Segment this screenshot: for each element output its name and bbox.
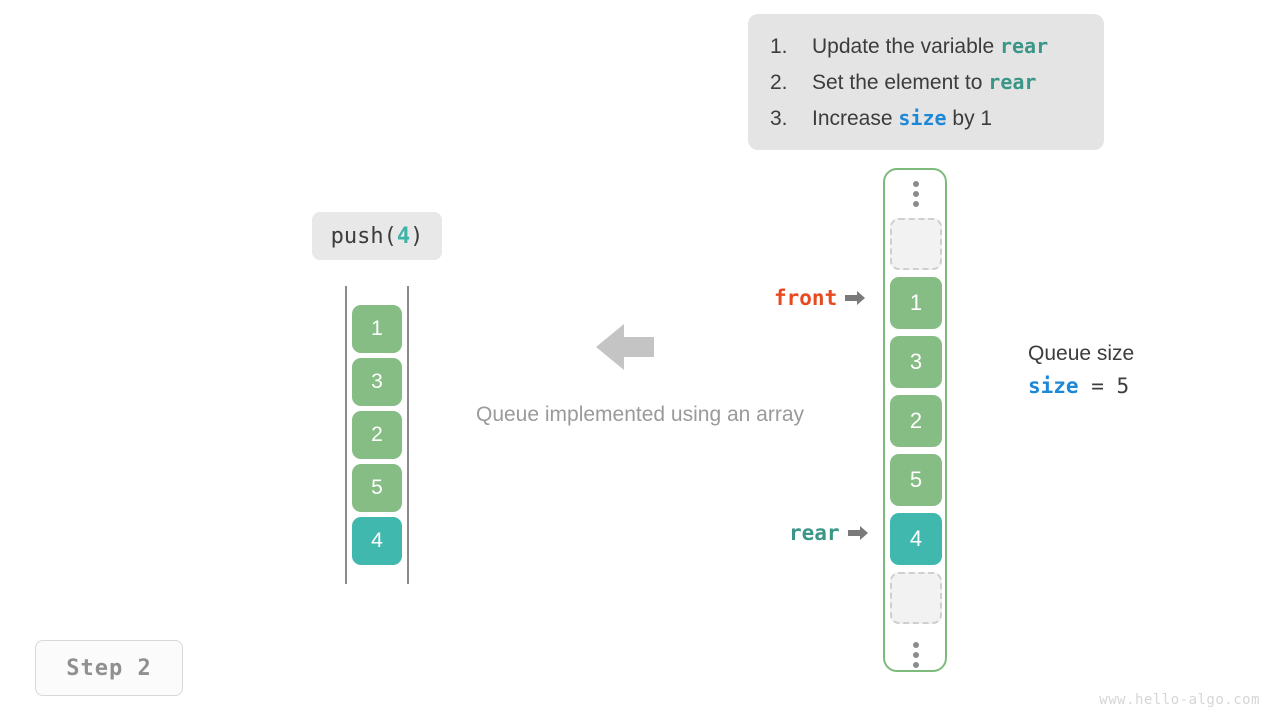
- queue-cell-empty: [890, 572, 942, 624]
- diagram-caption: Queue implemented using an array: [475, 403, 805, 426]
- queue-size-info: Queue size size = 5: [1028, 342, 1228, 398]
- operation-label: push(4): [312, 212, 442, 260]
- rear-pointer-label: rear: [789, 521, 840, 545]
- operation-label-argument: 4: [396, 223, 411, 249]
- instruction-step-1-text: Update the variable: [812, 35, 1000, 58]
- operation-label-suffix: ): [410, 223, 424, 249]
- rear-pointer: rear: [789, 521, 868, 545]
- vertical-ellipsis-icon-bottom: [890, 631, 942, 679]
- queue-size-equals: =: [1078, 374, 1117, 398]
- left-array-cell: 5: [352, 464, 402, 512]
- instruction-step-1: 1. Update the variable rear: [770, 34, 1104, 70]
- instruction-step-3-post: by 1: [946, 107, 993, 130]
- left-array-cell: 2: [352, 411, 402, 459]
- pointer-arrow-icon: [847, 526, 868, 540]
- queue-container: 1 3 2 5 4: [883, 168, 947, 672]
- queue-size-value: 5: [1116, 374, 1130, 398]
- queue-cell-highlighted: 4: [890, 513, 942, 565]
- left-arrow-icon: [596, 322, 654, 372]
- left-array-cell: 3: [352, 358, 402, 406]
- array-bracket-right: [407, 286, 409, 584]
- array-bracket-left: [345, 286, 347, 584]
- instruction-step-2-code: rear: [988, 70, 1037, 94]
- operation-label-prefix: push(: [330, 223, 397, 249]
- front-pointer-label: front: [774, 286, 838, 310]
- queue-cell: 1: [890, 277, 942, 329]
- instruction-step-2-number: 2.: [770, 71, 788, 94]
- left-array: 1 3 2 5 4: [345, 286, 409, 584]
- instruction-step-1-code: rear: [999, 34, 1049, 58]
- queue-size-variable: size: [1028, 374, 1079, 398]
- instruction-step-2-text: Set the element to: [812, 71, 989, 94]
- front-pointer: front: [774, 286, 866, 310]
- instruction-step-3-code: size: [898, 106, 947, 130]
- queue-cells: 1 3 2 5 4: [890, 170, 942, 679]
- instruction-step-2: 2. Set the element to rear: [770, 70, 1104, 106]
- watermark: www.hello-algo.com: [1099, 692, 1260, 708]
- instruction-step-3-number: 3.: [770, 107, 788, 130]
- pointer-arrow-icon: [845, 291, 866, 305]
- queue-cell-empty: [890, 218, 942, 270]
- instruction-step-3: 3. Increase size by 1: [770, 106, 1104, 142]
- instruction-step-3-text: Increase: [812, 107, 899, 130]
- instruction-panel: 1. Update the variable rear 2. Set the e…: [748, 14, 1104, 150]
- queue-size-expression: size = 5: [1028, 374, 1228, 398]
- left-array-cell: 1: [352, 305, 402, 353]
- left-array-cell-highlighted: 4: [352, 517, 402, 565]
- step-badge: Step 2: [35, 640, 183, 696]
- instruction-step-1-number: 1.: [770, 35, 788, 58]
- queue-size-title: Queue size: [1028, 342, 1135, 365]
- left-array-cells: 1 3 2 5 4: [352, 305, 402, 570]
- queue-cell: 2: [890, 395, 942, 447]
- queue-cell: 3: [890, 336, 942, 388]
- vertical-ellipsis-icon-top: [890, 170, 942, 218]
- queue-cell: 5: [890, 454, 942, 506]
